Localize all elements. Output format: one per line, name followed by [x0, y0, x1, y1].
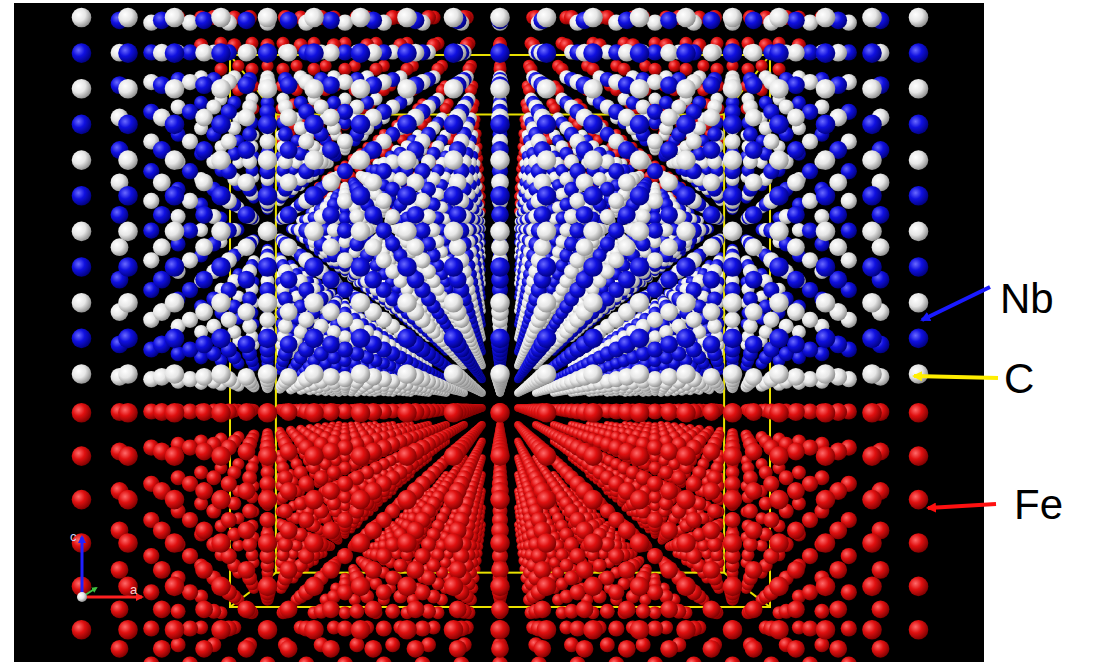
- axis-label: a: [130, 583, 137, 596]
- element-label: C: [1004, 358, 1034, 400]
- cell-outline: [276, 115, 724, 573]
- element-label: Fe: [1014, 484, 1063, 526]
- axis-triad: [77, 537, 142, 602]
- cell-outline: [230, 55, 770, 607]
- axis-label: c: [70, 530, 77, 543]
- leader-arrows: [914, 287, 998, 508]
- black-background: [14, 3, 984, 662]
- element-label: Nb: [1000, 278, 1054, 320]
- atom-lattice: [72, 3, 929, 662]
